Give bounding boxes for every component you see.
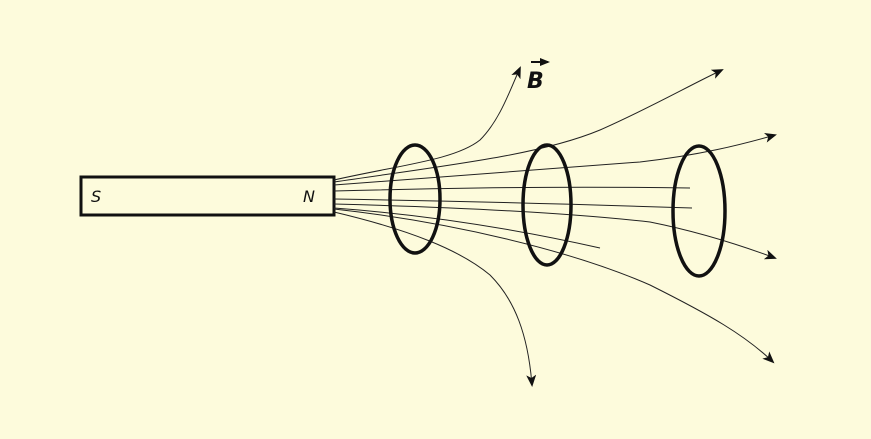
field-lines — [333, 66, 777, 387]
magnetic-field-label: B — [527, 58, 550, 94]
bar-magnet: S N — [79, 175, 336, 217]
loop-3 — [671, 144, 727, 278]
field-line-8 — [333, 208, 775, 364]
magnet-body — [79, 175, 336, 217]
north-pole-label: N — [303, 187, 315, 206]
field-line-1 — [333, 66, 521, 181]
south-pole-label: S — [91, 187, 101, 206]
loop-2 — [521, 143, 573, 267]
field-line-2 — [333, 69, 724, 183]
field-line-3 — [333, 132, 777, 186]
field-line-6 — [333, 203, 777, 260]
conducting-loops — [388, 143, 727, 278]
field-line-4 — [333, 186, 691, 192]
loop-1 — [388, 143, 442, 255]
field-line-7 — [333, 207, 601, 249]
field-line-5 — [333, 198, 693, 209]
field-symbol: B — [527, 69, 544, 94]
